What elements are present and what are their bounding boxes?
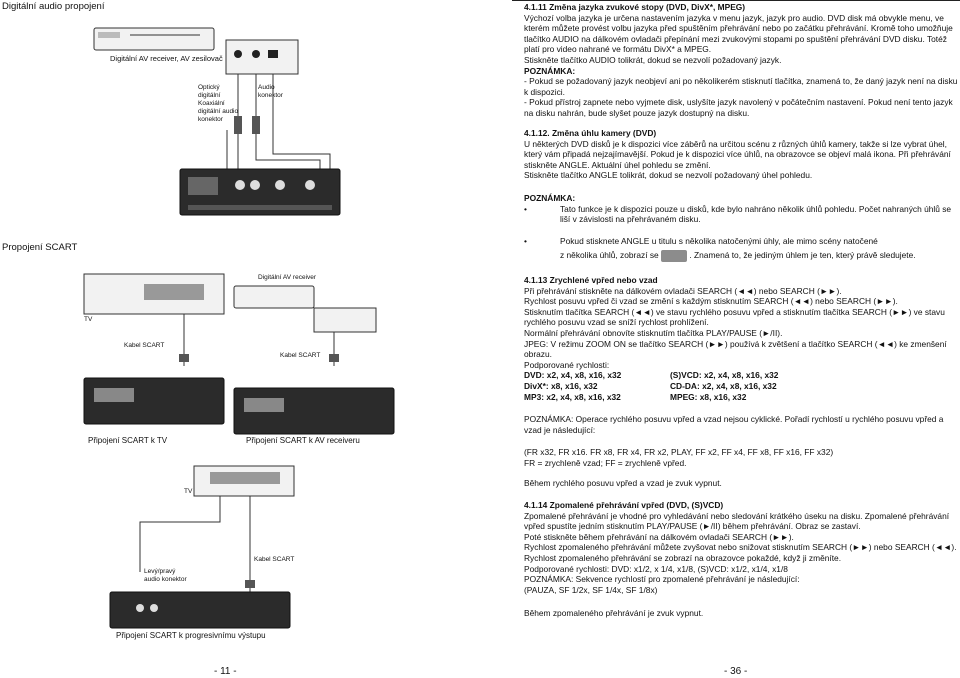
note-audio-2: - Pokud přístroj zapnete nebo vyjmete di… [524,97,953,118]
section-slow-mute: Během zpomaleného přehrávání je zvuk vyp… [524,608,958,619]
para-angle-2: Stiskněte tlačítko ANGLE tolikrát, dokud… [524,170,813,181]
slow-line-5: POZNÁMKA: Sekvence rychlostí pro zpomale… [524,574,800,585]
bullet-2-text-a: Pokud stisknete ANGLE u titulu s několik… [560,236,878,246]
bullet-2-text-c: . Znamená to, že jediným úhlem je ten, k… [689,249,916,260]
para-audio-2: Stiskněte tlačítko AUDIO tolikrát, dokud… [524,54,782,65]
bullet-dot-icon: • [524,203,527,214]
receiver-label: Digitální AV receiver, AV zesilovač [110,54,223,63]
note-angle-bullet-1: • Tato funkce je k dispozici pouze u dis… [524,204,958,225]
coax-label-line2: digitální audio [198,108,239,115]
slow-line-1: Zpomalené přehrávání je vhodné pro vyhle… [524,510,950,532]
speed-cell: MP3: x2, x4, x8, x16, x32 [524,391,621,402]
connector-label: konektor [198,116,223,123]
slow-line-6: (PAUZA, SF 1/2x, SF 1/4x, SF 1/8x) [524,584,658,595]
cable-label-av: Kabel SCART [280,352,321,359]
slow-line-4: Podporované rychlosti: DVD: x1/2, x 1/4,… [524,563,788,574]
slow-line-3: Rychlost zpomaleného přehrávání můžete z… [524,542,957,563]
search-sequence: (FR x32, FR x16. FR x8, FR x4, FR x2, PL… [524,447,834,457]
section-angle-note: POZNÁMKA: • Tato funkce je k dispozici p… [524,193,958,225]
figure-scart-progressive-drawing [109,465,295,629]
optical-label: Optický digitální Koaxiální digitální au… [198,84,238,124]
note-audio-1: - Pokud se požadovaný jazyk neobjeví ani… [524,76,958,97]
para-angle-1: U některých DVD disků je k dispozici víc… [524,138,951,170]
bullet-2-line-2: z několika úhlů, zobrazí se . Znamená to… [524,249,958,262]
speed-table: DVD: x2, x4, x8, x16, x32 (S)VCD: x2, x4… [524,370,958,402]
tv-label-2: TV [184,488,193,495]
heading-4-1-11: 4.1.11 Změna jazyka zvukové stopy (DVD, … [524,2,746,12]
bullet-1-text: Tato funkce je k dispozici pouze u disků… [560,203,952,225]
optical-label-line2: digitální [198,92,221,99]
search-line-6: Podporované rychlosti: [524,359,610,370]
cable-label-progressive: Kabel SCART [254,556,295,563]
optical-label-line1: Optický [198,84,220,91]
dvd-rear-panel-1 [179,165,341,217]
figure-scart: Digitální AV receiver TV Kabel SCART Kab… [83,268,404,448]
bullet-2-text-b: z několika úhlů, zobrazí se [560,249,659,260]
note-title-angle: POZNÁMKA: [524,193,576,203]
search-line-1: Při přehrávání stiskněte na dálkovém ovl… [524,285,842,296]
section-search: 4.1.13 Zrychlené vpřed nebo vzad Při pře… [524,275,958,402]
section-search-note: POZNÁMKA: Operace rychlého posuvu vpřed … [524,414,958,435]
section-search-mute: Během rychlého posuvu vpřed a vzad je zv… [524,478,958,489]
dvd-rear-panel-1-drawing [179,168,341,216]
figure-digital-audio: Digitální AV receiver, AV zesilovač Opti… [90,20,370,220]
bullet-dot-icon: • [524,236,527,246]
audio-label-line1: Audio [258,84,275,91]
speed-cell: (S)VCD: x2, x4, x8, x16, x32 [670,370,779,381]
audio-lr-label-line1: Levý/pravý [144,568,176,575]
tv-label: TV [84,316,93,323]
figure-digital-audio-drawing [93,27,331,188]
figure-scart-drawing [83,273,395,435]
page-number-left: - 11 - [214,666,237,677]
heading-4-1-14: 4.1.14 Zpomalené přehrávání vpřed (DVD, … [524,500,724,510]
section-title-digital-audio: Digitální audio propojení [2,1,105,12]
slow-line-2: Poté stiskněte během přehrávání na dálko… [524,531,794,542]
audio-label-line2: konektor [258,92,283,99]
section-slow: 4.1.14 Zpomalené přehrávání vpřed (DVD, … [524,500,958,595]
search-mute: Během rychlého posuvu vpřed a vzad je zv… [524,478,722,488]
av-receiver-label: Digitální AV receiver [258,274,317,281]
coax-label-line1: Koaxiální [198,100,225,107]
search-line-4: Normální přehrávání obnovíte stisknutím … [524,327,783,338]
figure-scart-progressive: TV Kabel SCART Levý/pravý audio konektor [109,462,330,632]
note-title-audio: POZNÁMKA: [524,65,576,76]
speed-cell: DVD: x2, x4, x8, x16, x32 [524,370,622,381]
section-audio-language: 4.1.11 Změna jazyka zvukové stopy (DVD, … [524,2,958,119]
search-line-5: JPEG: V režimu ZOOM ON se tlačítko SEARC… [524,338,947,360]
caption-scart-tv: Připojení SCART k TV [88,436,168,445]
note-angle-bullet-2: • Pokud stisknete ANGLE u titulu s někol… [524,236,958,247]
speed-cell: CD-DA: x2, x4, x8, x16, x32 [670,380,777,391]
heading-4-1-12: 4.1.12. Změna úhlu kamery (DVD) [524,128,657,138]
caption-scart-av: Připojení SCART k AV receiveru [246,436,360,445]
audio-connector-label: Audio konektor [258,84,283,100]
section-angle-note-2: • Pokud stisknete ANGLE u titulu s někol… [524,236,958,262]
search-legend: FR = zrychleně vzad; FF = zrychleně vpře… [524,457,687,468]
top-rule [512,0,960,1]
search-line-3: Stisknutím tlačítka SEARCH (◄◄) ve stavu… [524,306,945,328]
search-note: POZNÁMKA: Operace rychlého posuvu vpřed … [524,414,944,435]
section-title-scart: Propojení SCART [2,242,78,253]
slow-mute: Během zpomaleného přehrávání je zvuk vyp… [524,608,704,618]
search-line-2: Rychlost posuvu vpřed či vzad se změní s… [524,296,898,307]
angle-icon [661,249,688,262]
caption-scart-progressive: Připojení SCART k progresivnímu výstupu [116,631,266,640]
section-search-seq: (FR x32, FR x16. FR x8, FR x4, FR x2, PL… [524,447,958,468]
para-audio-1: Výchozí volba jazyka je určena nastavení… [524,12,953,55]
heading-4-1-13: 4.1.13 Zrychlené vpřed nebo vzad [524,275,658,285]
page-number-right: - 36 - [724,666,748,677]
cable-label-tv: Kabel SCART [124,342,165,349]
audio-lr-label-line2: audio konektor [144,576,187,583]
audio-lr-label: Levý/pravý audio konektor [144,568,187,584]
speed-cell: DivX*: x8, x16, x32 [524,380,598,391]
speed-cell: MPEG: x8, x16, x32 [670,391,747,402]
section-camera-angle: 4.1.12. Změna úhlu kamery (DVD) U někter… [524,128,958,181]
